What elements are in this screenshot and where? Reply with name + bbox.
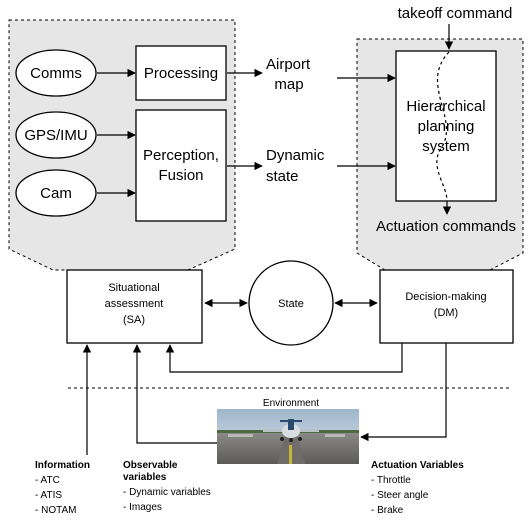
planning-label-line1: Hierarchical — [406, 98, 485, 115]
information-item: - ATC — [35, 475, 60, 486]
perception-label-line2: Fusion — [158, 167, 203, 184]
runway-airplane-image — [217, 409, 359, 464]
perception-label-line1: Perception, — [143, 147, 219, 164]
perception-fusion-box — [135, 109, 227, 222]
processing-box — [135, 45, 227, 101]
observable-title-line2: variables — [123, 472, 167, 483]
sa-label-line2: assessment — [105, 298, 164, 310]
planning-label-line3: system — [422, 138, 470, 155]
arrow-dm-sa-feedback — [165, 343, 403, 373]
arrow-dm-environment — [360, 343, 447, 442]
information-item: - NOTAM — [35, 505, 76, 516]
sa-label-line1: Situational — [108, 282, 159, 294]
information-item: - ATIS — [35, 490, 62, 501]
observable-title-line1: Observable — [123, 460, 178, 471]
actuation-variable-item: - Steer angle — [371, 490, 429, 501]
decision-making-box — [379, 269, 514, 344]
observable-item: - Dynamic variables — [123, 487, 211, 498]
dm-label-line1: Decision-making — [405, 291, 486, 303]
actuation-variable-item: - Brake — [371, 505, 404, 516]
processing-label: Processing — [144, 65, 218, 82]
dynamic-state-line1: Dynamic — [266, 147, 325, 164]
cam-label: Cam — [40, 185, 72, 202]
comms-label: Comms — [30, 65, 82, 82]
situational-assessment-box — [66, 269, 203, 344]
takeoff-command-label: takeoff command — [398, 5, 513, 22]
observable-item: - Images — [123, 502, 162, 513]
arrow-environment-sa — [132, 344, 217, 444]
comms-node — [15, 49, 97, 97]
gps-imu-node — [15, 111, 97, 159]
environment-label: Environment — [263, 398, 319, 409]
dynamic-state-line2: state — [266, 168, 299, 185]
actuation-commands-label: Actuation commands — [376, 218, 516, 235]
cam-node — [15, 169, 97, 217]
airport-map-line2: map — [274, 76, 303, 93]
planning-box — [395, 50, 497, 202]
information-title: Information — [35, 460, 90, 471]
state-label: State — [278, 298, 304, 310]
actuation-variables-title: Actuation Variables — [371, 460, 464, 471]
actuation-variable-item: - Throttle — [371, 475, 411, 486]
gps-imu-label: GPS/IMU — [24, 127, 87, 144]
airport-map-line1: Airport — [266, 56, 311, 73]
state-node — [248, 260, 334, 346]
sa-label-line3: (SA) — [123, 314, 145, 326]
dm-label-line2: (DM) — [434, 307, 458, 319]
